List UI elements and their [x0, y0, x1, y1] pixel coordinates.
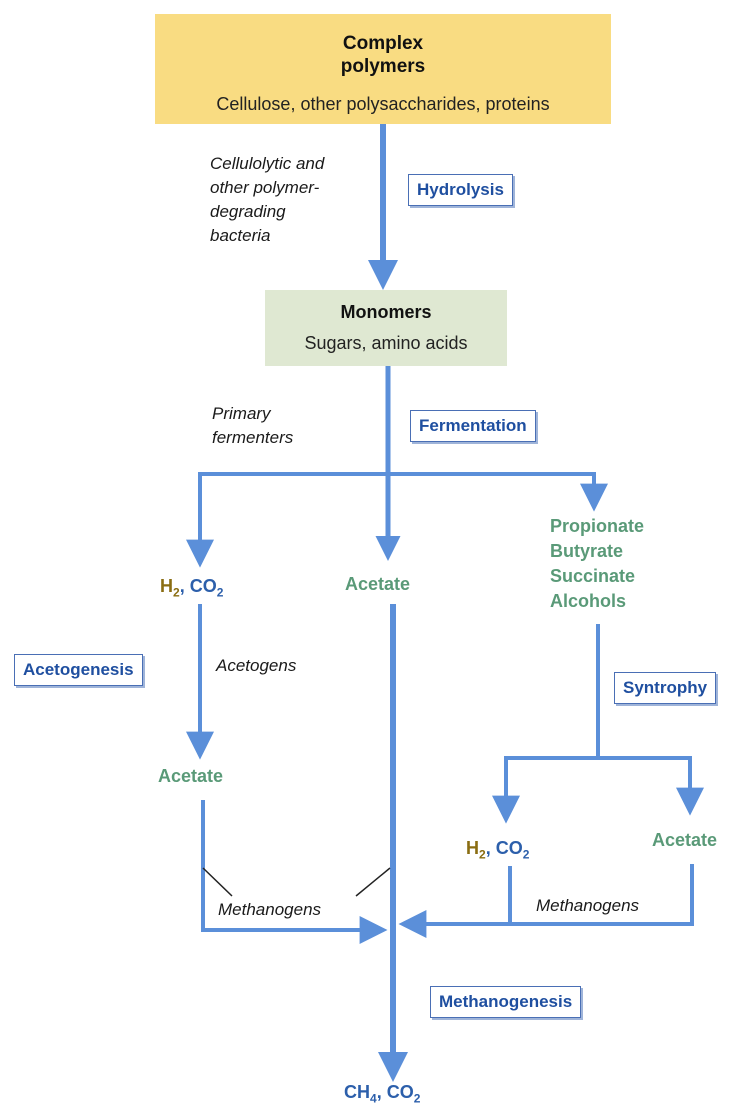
methanogenesis-label: Methanogenesis: [430, 986, 582, 1018]
co2-left-symbol: CO: [189, 576, 217, 596]
h2-left: H2: [160, 576, 180, 600]
h2-right: H2: [466, 838, 486, 862]
ch4: CH4: [344, 1082, 377, 1106]
methanogens-right: Methanogens: [536, 896, 640, 915]
syntrophy-label: Syntrophy: [614, 672, 717, 704]
arrow-acetate-left-to-trunk: [201, 800, 388, 944]
fermenters-line1: Primary: [212, 404, 271, 423]
h2-right-symbol: H: [466, 838, 479, 858]
hydrolysis-organisms-line3: degrading: [210, 202, 286, 221]
acetogens-organisms: Acetogens: [216, 656, 297, 675]
methanogens-left: Methanogens: [218, 900, 322, 919]
monomers-box: Monomers Sugars, amino acids: [265, 290, 507, 366]
h2-right-sub: 2: [479, 847, 486, 862]
final-products: CH4, CO2: [344, 1082, 421, 1106]
ch4-symbol: CH: [344, 1082, 370, 1102]
hydrolysis-organisms-line2: other polymer-: [210, 178, 320, 197]
alcohols: Alcohols: [550, 591, 627, 611]
complex-polymers-title: Complex polymers: [155, 32, 611, 78]
acetate-left: Acetate: [158, 766, 224, 786]
co2-right-symbol: CO: [495, 838, 523, 858]
propionate: Propionate: [550, 516, 645, 536]
complex-polymers-subtitle: Cellulose, other polysaccharides, protei…: [216, 94, 550, 114]
co2-final-sub: 2: [413, 1091, 421, 1106]
acetate-right: Acetate: [652, 830, 718, 850]
hydrolysis-organisms-line1: Cellulolytic and: [210, 154, 325, 173]
h2-left-sub: 2: [173, 585, 180, 600]
complex-title-line2: polymers: [340, 56, 426, 77]
monomers-subtitle: Sugars, amino acids: [304, 333, 468, 353]
acetogenesis-label: Acetogenesis: [14, 654, 143, 686]
pointer-methanogens-left: [202, 867, 233, 897]
h2-co2-right: H2, CO2: [466, 838, 530, 862]
arrow-right-products-to-trunk: [508, 864, 694, 926]
butyrate: Butyrate: [550, 541, 624, 561]
complex-title-line1: Complex: [342, 33, 424, 54]
branch-horizontal: [198, 472, 608, 560]
fermenters-line2: fermenters: [212, 428, 294, 447]
hydrolysis-label: Hydrolysis: [408, 174, 513, 206]
co2-right-sub: 2: [522, 847, 530, 862]
hydrolysis-organisms-line4: bacteria: [210, 226, 271, 245]
h2-left-symbol: H: [160, 576, 173, 596]
fermenters-organisms: Primary fermenters: [212, 402, 293, 450]
co2-left: CO2: [189, 576, 224, 600]
succinate: Succinate: [550, 566, 636, 586]
ch4-sub: 4: [370, 1091, 377, 1106]
h2-co2-left: H2, CO2: [160, 576, 224, 600]
co2-right: CO2: [495, 838, 530, 862]
co2-final: CO2: [386, 1082, 421, 1106]
fermentation-label: Fermentation: [410, 410, 536, 442]
co2-left-sub: 2: [216, 585, 224, 600]
complex-polymers-box: Complex polymers Cellulose, other polysa…: [155, 14, 611, 124]
pointer-methanogens-center: [355, 867, 391, 897]
monomers-title: Monomers: [340, 302, 432, 322]
co2-final-symbol: CO: [386, 1082, 414, 1102]
fermentation-products-right: Propionate Butyrate Succinate Alcohols: [550, 514, 644, 614]
acetate-center: Acetate: [345, 574, 411, 594]
hydrolysis-organisms: Cellulolytic and other polymer- degradin…: [210, 152, 324, 248]
branch-syntrophy: [504, 756, 704, 816]
